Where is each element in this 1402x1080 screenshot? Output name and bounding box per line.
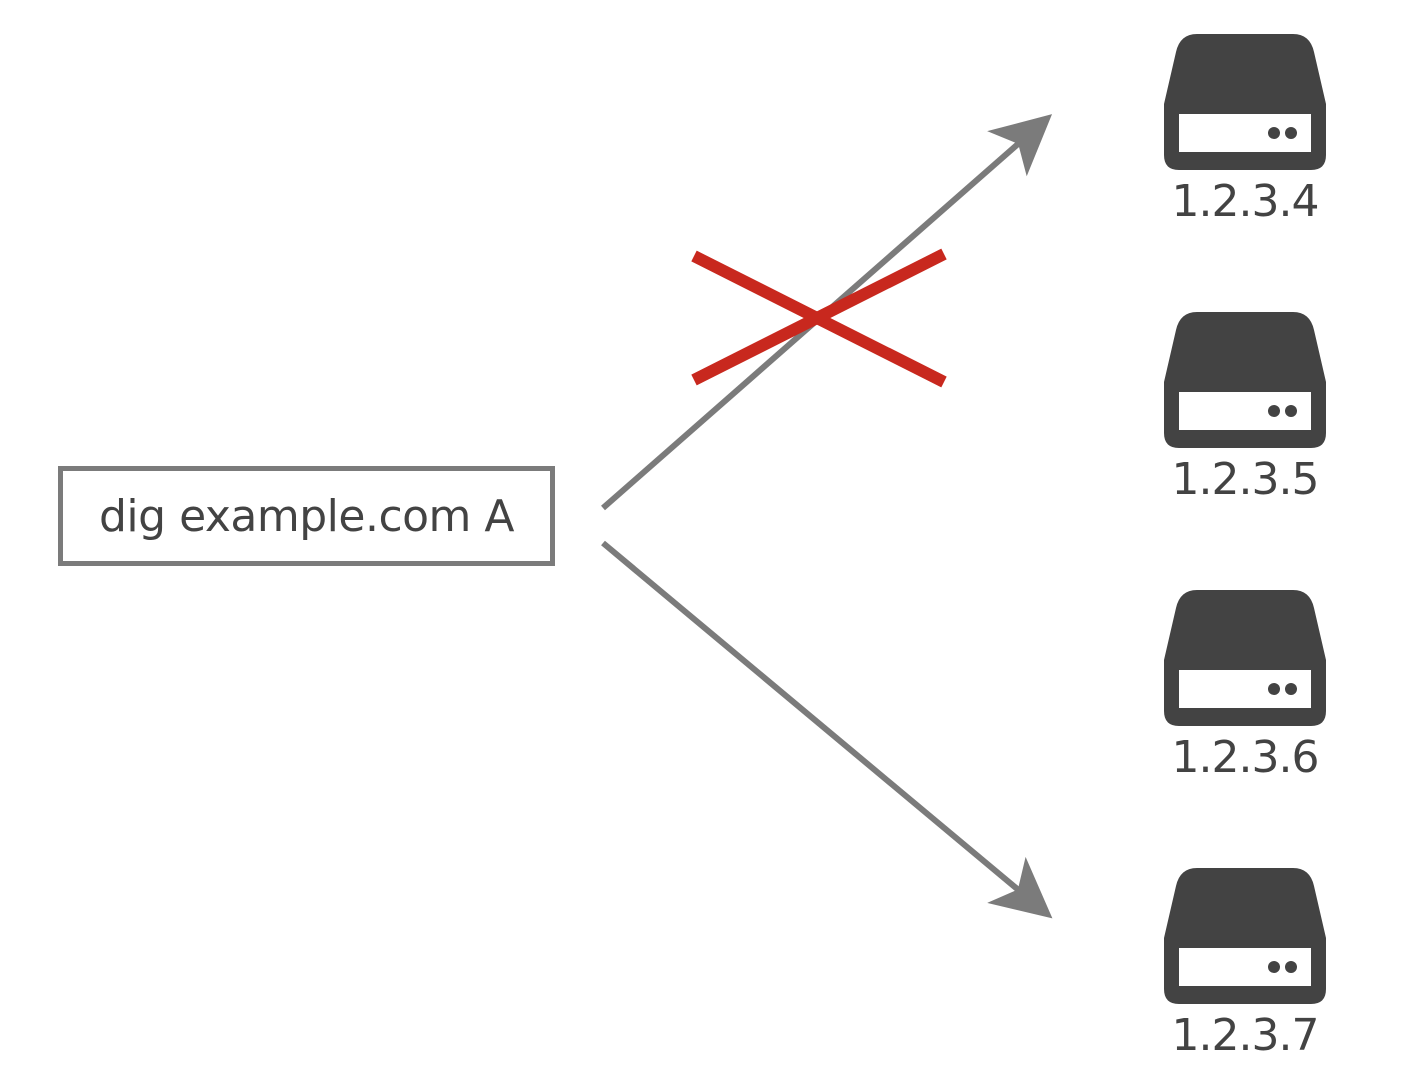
server-ip-label: 1.2.3.4 <box>1171 176 1320 227</box>
server-icon <box>1164 590 1326 726</box>
server-icon <box>1164 34 1326 170</box>
failure-x-mark-icon <box>691 248 947 388</box>
server-icon <box>1164 868 1326 1004</box>
server-icon <box>1164 312 1326 448</box>
server-ip-label: 1.2.3.5 <box>1171 454 1320 505</box>
query-arrow-to-server-4 <box>601 540 1053 919</box>
server-ip-label: 1.2.3.6 <box>1171 732 1320 783</box>
server-ip-label: 1.2.3.7 <box>1171 1010 1320 1061</box>
query-command-box: dig example.com A <box>58 466 555 566</box>
query-command-text: dig example.com A <box>99 490 515 542</box>
